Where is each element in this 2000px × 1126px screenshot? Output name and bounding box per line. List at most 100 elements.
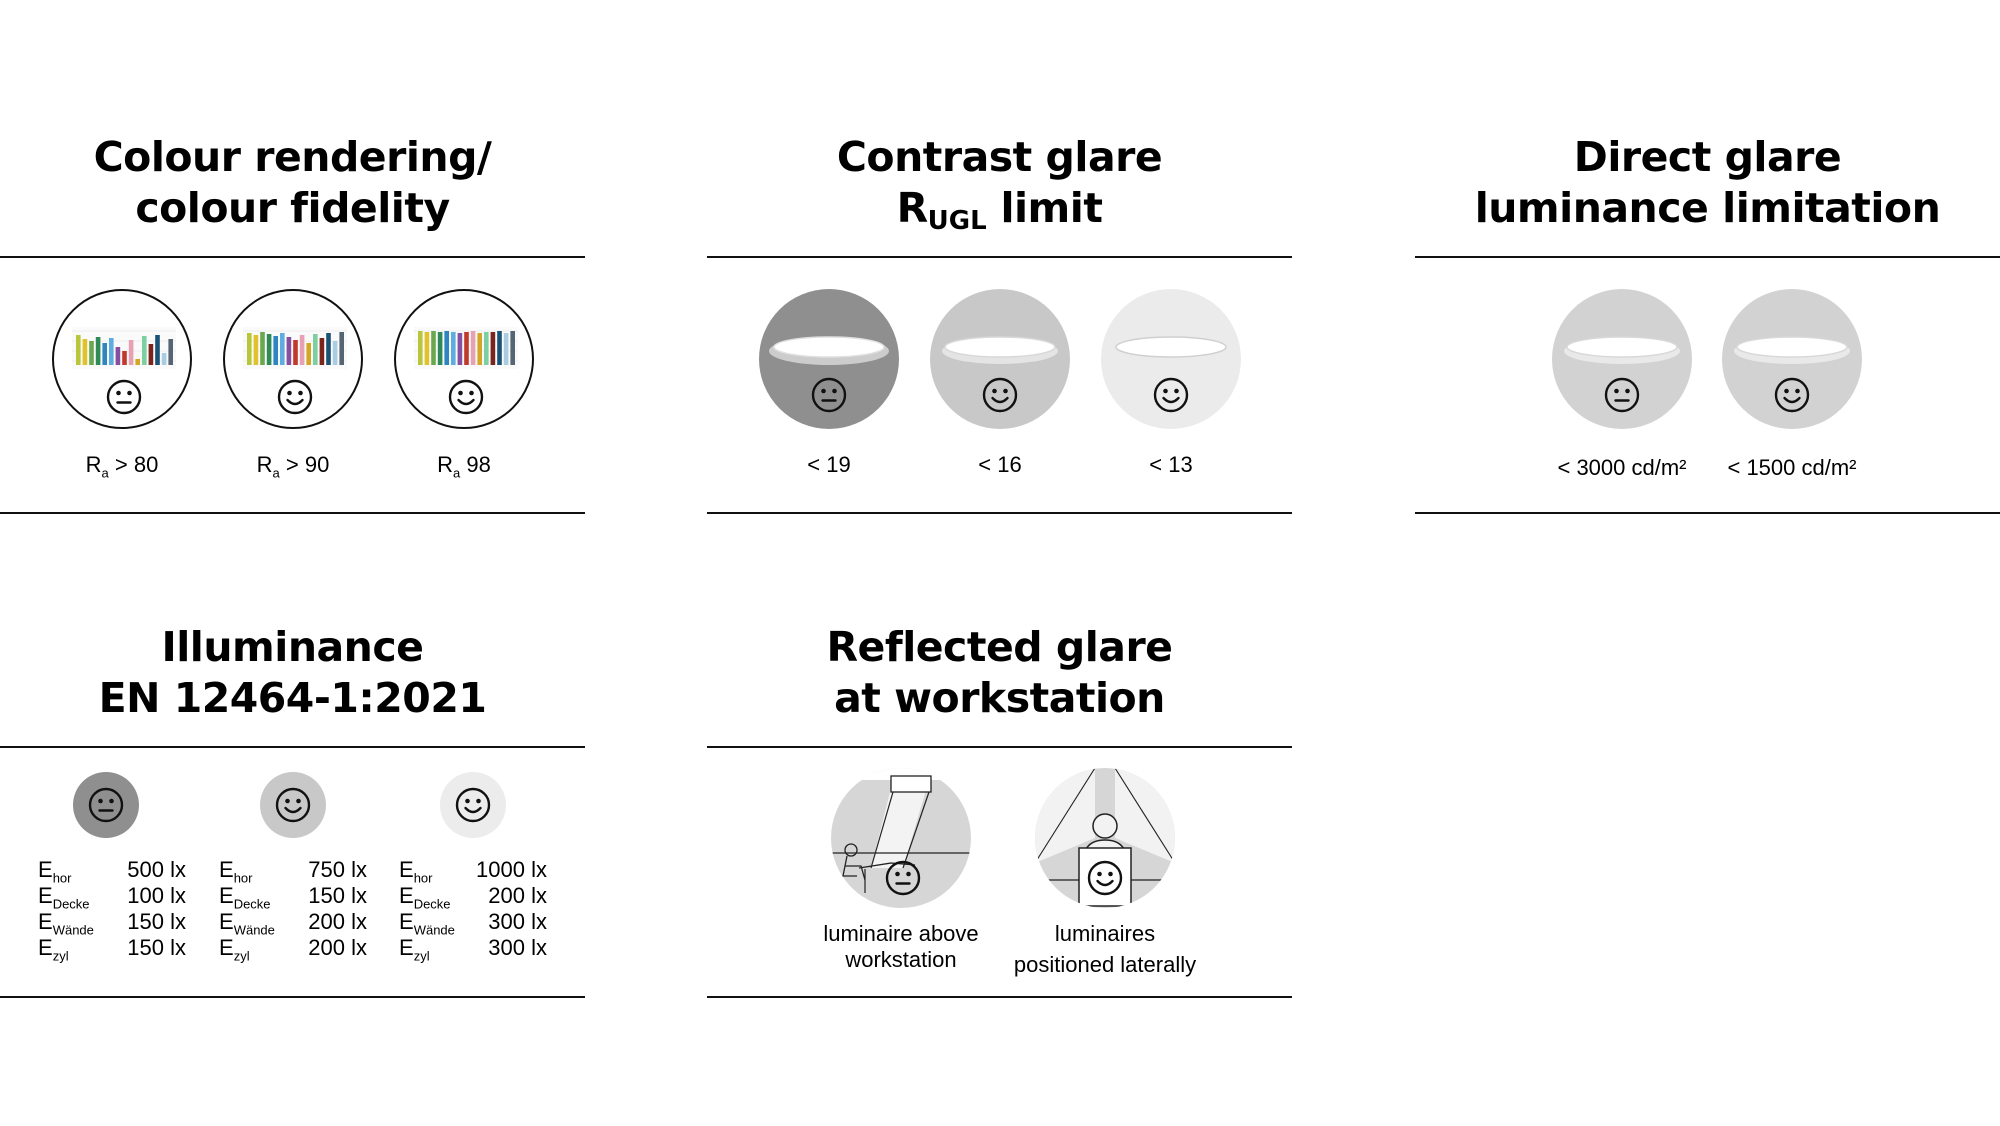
divider-bottom — [1415, 512, 2000, 514]
scene-label-above: luminaire above workstation — [823, 921, 979, 972]
workstation-scene-lateral — [1035, 768, 1175, 908]
color-bar — [470, 331, 476, 365]
panel-reflected-glare: Reflected glare at workstation — [707, 0, 1292, 1010]
smile-face-badge — [260, 772, 326, 838]
colour-label-1: Ra > 80 — [85, 452, 159, 481]
divider-top — [707, 256, 1292, 258]
color-bar — [89, 341, 94, 365]
luminaire-disc-icon — [942, 336, 1058, 364]
colour-circle-2 — [223, 289, 363, 429]
title-line-1: Colour rendering/ — [93, 133, 492, 181]
luminaire-disc-icon — [1734, 336, 1850, 364]
color-bar — [273, 336, 278, 365]
colour-circle-1 — [52, 289, 192, 429]
scene-label-lateral: luminaires positioned laterally — [1013, 921, 1197, 977]
divider-bottom — [707, 512, 1292, 514]
panel-title: Illuminance EN 12464-1:2021 — [0, 622, 585, 724]
color-bar — [266, 334, 272, 365]
title-line-1: Contrast glare — [836, 133, 1163, 181]
color-bar — [128, 340, 134, 365]
title-line-2: colour fidelity — [135, 184, 450, 232]
color-bar — [424, 332, 430, 365]
color-bar — [95, 337, 101, 365]
neutral-face-icon — [1604, 377, 1640, 413]
divider-bottom — [0, 512, 585, 514]
color-bar — [437, 332, 443, 365]
divider-top — [1415, 256, 2000, 258]
color-bar — [332, 341, 338, 365]
workstation-illustration — [831, 768, 971, 893]
panel-title: Direct glare luminance limitation — [1415, 132, 2000, 234]
panel-title: Contrast glare RUGL limit — [707, 132, 1292, 247]
smile-face-icon — [1153, 377, 1189, 413]
luminaire-circle-3 — [1101, 289, 1241, 429]
smile-face-icon — [982, 377, 1018, 413]
divider-bottom — [0, 996, 585, 998]
color-bar — [503, 333, 509, 365]
workstation-illustration — [1035, 768, 1175, 907]
color-bar — [82, 339, 88, 365]
smile-face-badge — [440, 772, 506, 838]
color-bar — [339, 332, 344, 365]
color-bar — [431, 331, 436, 365]
colour-circle-3 — [394, 289, 534, 429]
color-bar — [102, 343, 107, 365]
color-bar — [477, 333, 482, 365]
panel-direct-glare: Direct glare luminance limitation < 3000… — [1415, 0, 2000, 520]
smile-face-icon — [277, 379, 313, 415]
color-bar — [247, 333, 252, 365]
colour-label-3: Ra 98 — [437, 452, 491, 481]
color-bar — [484, 332, 489, 365]
color-bar — [115, 347, 121, 365]
luminaire-circle-2 — [930, 289, 1070, 429]
colour-label-2: Ra > 90 — [256, 452, 330, 481]
title-line-1: Illuminance — [161, 623, 424, 671]
neutral-face-icon — [106, 379, 142, 415]
smile-face-icon — [448, 379, 484, 415]
divider-bottom — [707, 996, 1292, 998]
color-bar — [464, 332, 469, 365]
smile-face-icon — [455, 787, 491, 823]
ugr-label-1: < 19 — [807, 452, 851, 477]
luminance-label-2: < 1500 cd/m² — [1727, 455, 1857, 480]
panel-title: Reflected glare at workstation — [707, 622, 1292, 724]
title-line-2: EN 12464-1:2021 — [98, 674, 487, 722]
color-bar — [260, 332, 265, 365]
luminaire-circle-2 — [1722, 289, 1862, 429]
luminance-label-1: < 3000 cd/m² — [1557, 455, 1687, 480]
color-bar — [168, 339, 173, 365]
title-line-2: at workstation — [834, 674, 1165, 722]
color-bar — [280, 333, 285, 365]
color-bar — [319, 338, 325, 365]
color-bar — [299, 335, 305, 365]
colour-bar-chart-1 — [72, 327, 176, 369]
luminaire-disc-icon — [1115, 336, 1227, 358]
color-bar — [457, 333, 463, 365]
color-bar — [76, 335, 81, 365]
neutral-face-icon — [811, 377, 847, 413]
panel-title: Colour rendering/ colour fidelity — [0, 132, 585, 234]
colour-bar-chart-3 — [414, 327, 518, 369]
color-bar — [306, 343, 311, 365]
color-bar — [122, 351, 127, 365]
color-bar — [142, 336, 147, 365]
color-bar — [510, 331, 515, 365]
smile-face-icon — [275, 787, 311, 823]
neutral-face-badge — [73, 772, 139, 838]
color-bar — [155, 335, 160, 365]
